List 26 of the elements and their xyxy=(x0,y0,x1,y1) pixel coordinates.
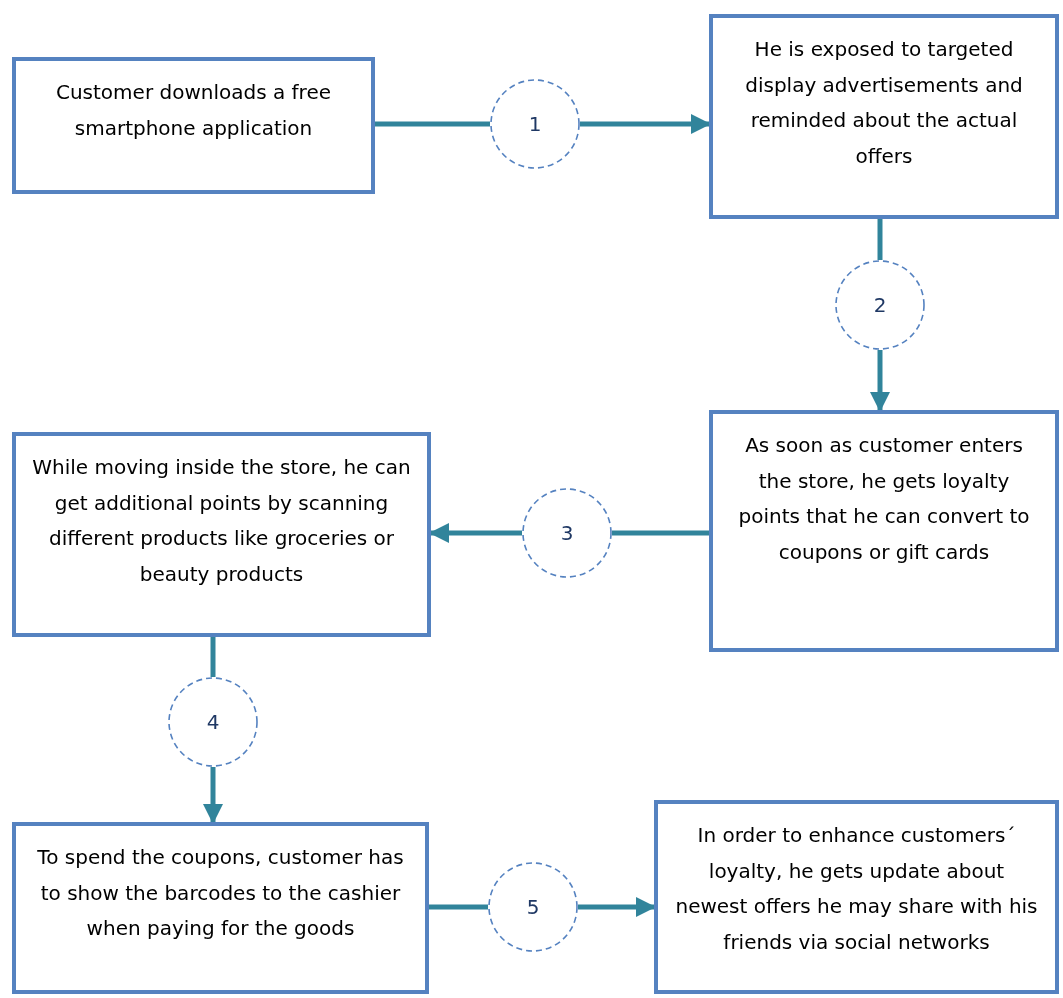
arrow xyxy=(580,114,711,134)
arrow xyxy=(203,767,223,824)
step-number: 4 xyxy=(206,710,220,734)
arrow xyxy=(578,897,656,917)
step-description: He is exposed to targeted display advertisements and reminded about the actual offers xyxy=(744,36,1024,170)
process-box xyxy=(709,410,1059,652)
process-box xyxy=(654,800,1059,994)
connector-line xyxy=(375,121,490,127)
step-description: To spend the coupons, customer has to show the barcodes to the cashier when paying for the goods xyxy=(36,844,405,943)
step-number: 5 xyxy=(526,895,540,919)
step-description: While moving inside the store, he can get additional points by scanning different products like groceries or beauty products xyxy=(31,454,412,588)
connector-line xyxy=(210,637,216,677)
step-number: 2 xyxy=(873,293,887,317)
process-box xyxy=(709,14,1059,219)
connector-line xyxy=(877,219,883,260)
arrow xyxy=(870,350,890,412)
connector-line xyxy=(429,904,488,910)
process-box xyxy=(12,432,431,637)
step-number: 1 xyxy=(528,112,542,136)
step-number: 3 xyxy=(560,521,574,545)
process-box xyxy=(12,57,375,194)
step-description: As soon as customer enters the store, he gets loyalty points that he can convert to coupons or gift cards xyxy=(737,432,1031,566)
process-box xyxy=(12,822,429,994)
step-description: Customer downloads a free smartphone application xyxy=(54,79,332,142)
step-description: In order to enhance customers´ loyalty, he gets update about newest offers he may share with his friends via social networks xyxy=(674,822,1039,956)
connector-line xyxy=(612,530,709,536)
